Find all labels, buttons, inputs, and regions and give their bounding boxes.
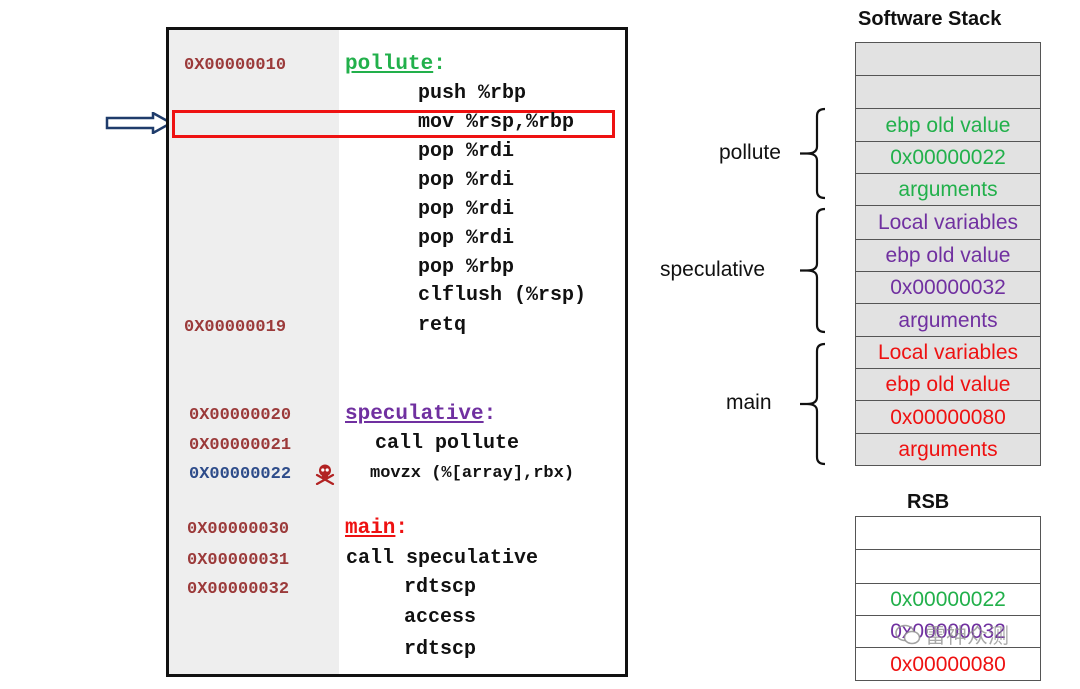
stack-cell: 0x00000080 bbox=[856, 400, 1040, 433]
stack-cell: 0x00000080 bbox=[856, 647, 1040, 680]
stack-cell: 0x00000022 bbox=[856, 583, 1040, 615]
empty-stack-cell bbox=[856, 43, 1040, 75]
instruction: clflush (%rsp) bbox=[418, 284, 587, 307]
function-label-pollute: pollute: bbox=[345, 53, 446, 76]
instruction: retq bbox=[418, 314, 467, 337]
hollow-right-arrow-icon bbox=[105, 112, 173, 134]
instruction: pop %rbp bbox=[418, 256, 515, 279]
code-address: 0X00000031 bbox=[187, 551, 290, 570]
code-address: 0X00000021 bbox=[189, 436, 292, 455]
wechat-icon bbox=[895, 624, 921, 645]
function-label-speculative: speculative: bbox=[345, 403, 496, 426]
instruction: call pollute bbox=[375, 432, 520, 455]
empty-stack-cell bbox=[856, 549, 1040, 583]
instruction: pop %rdi bbox=[418, 169, 515, 192]
instruction: call speculative bbox=[346, 547, 539, 570]
watermark-text: 雷神众测 bbox=[925, 625, 1009, 648]
code-address: 0X00000022 bbox=[189, 465, 292, 484]
highlighted-instruction: mov %rsp,%rbp bbox=[418, 111, 575, 134]
function-name: pollute bbox=[345, 53, 434, 76]
label-colon: : bbox=[433, 53, 446, 76]
empty-stack-cell bbox=[856, 75, 1040, 108]
code-address: 0X00000030 bbox=[187, 520, 290, 539]
frame-label-pollute: pollute bbox=[719, 140, 781, 164]
instruction: access bbox=[404, 606, 477, 629]
instruction: pop %rdi bbox=[418, 198, 515, 221]
label-colon: : bbox=[483, 403, 497, 426]
stack-cell: arguments bbox=[856, 303, 1040, 336]
instruction: pop %rdi bbox=[418, 227, 515, 250]
software-stack-title: Software Stack bbox=[858, 8, 1002, 30]
instruction: push %rbp bbox=[418, 82, 527, 105]
code-address: 0X00000010 bbox=[184, 56, 287, 75]
stack-cell: arguments bbox=[856, 173, 1040, 205]
function-name: speculative bbox=[345, 403, 484, 426]
function-label-main: main: bbox=[345, 517, 408, 540]
watermark: 雷神众测 bbox=[895, 620, 1009, 650]
function-name: main bbox=[345, 517, 396, 540]
instruction: movzx (%[array],rbx) bbox=[370, 464, 575, 483]
stack-cell: ebp old value bbox=[856, 108, 1040, 141]
frame-label-main: main bbox=[726, 391, 772, 414]
curly-brace-main bbox=[800, 342, 826, 466]
instruction: rdtscp bbox=[404, 576, 477, 599]
stack-cell: 0x00000022 bbox=[856, 141, 1040, 173]
stack-cell: ebp old value bbox=[856, 368, 1040, 400]
stack-cell: 0x00000032 bbox=[856, 271, 1040, 303]
code-address: 0X00000020 bbox=[189, 406, 292, 425]
skull-icon bbox=[315, 464, 335, 485]
highlighted-instruction-box bbox=[172, 110, 615, 138]
stack-cell: arguments bbox=[856, 433, 1040, 465]
stack-cell: Local variables bbox=[856, 336, 1040, 368]
label-colon: : bbox=[395, 517, 409, 540]
stack-cell: Local variables bbox=[856, 205, 1040, 239]
empty-stack-cell bbox=[856, 517, 1040, 549]
curly-brace-speculative bbox=[800, 207, 826, 334]
curly-brace-pollute bbox=[800, 107, 826, 200]
stack-cell: ebp old value bbox=[856, 239, 1040, 271]
code-address: 0X00000032 bbox=[187, 580, 290, 599]
code-address: 0X00000019 bbox=[184, 318, 287, 337]
instruction: rdtscp bbox=[404, 638, 477, 661]
instruction: pop %rdi bbox=[418, 140, 515, 163]
rsb-title: RSB bbox=[907, 491, 950, 513]
frame-label-speculative: speculative bbox=[660, 257, 766, 281]
